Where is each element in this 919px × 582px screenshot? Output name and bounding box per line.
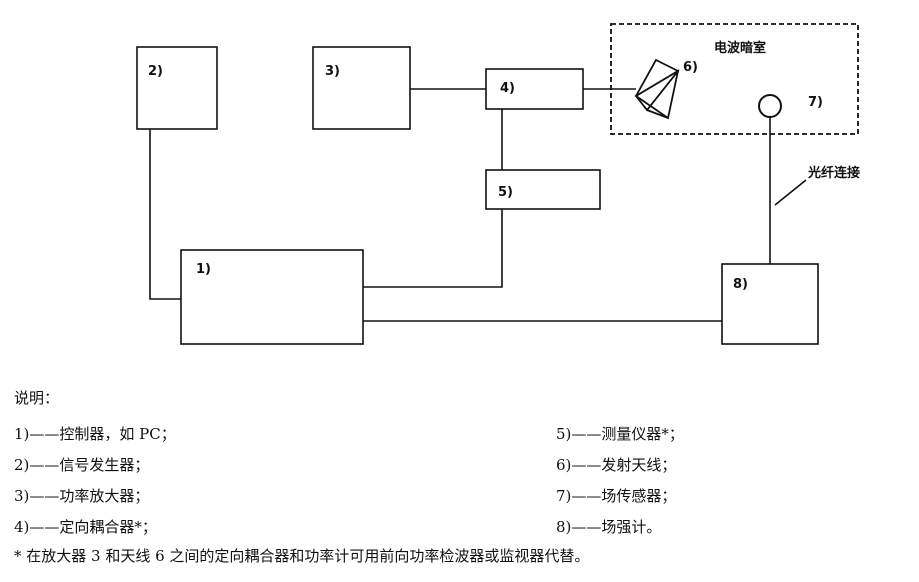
transmitting-antenna-icon (634, 58, 680, 120)
fiber-label-leader (774, 179, 807, 206)
line-5-to-1 (363, 209, 503, 288)
box-8-field-strength-meter (721, 263, 819, 345)
legend-item-6: 6)——发射天线； (556, 456, 677, 474)
label-7: 7) (808, 95, 823, 110)
label-8: 8) (733, 277, 748, 292)
field-sensor-icon (758, 94, 782, 118)
label-5: 5) (498, 185, 513, 200)
anechoic-chamber (610, 23, 859, 135)
legend-item-1: 1)——控制器，如 PC； (14, 425, 176, 443)
legend-footnote: * 在放大器 3 和天线 6 之间的定向耦合器和功率计可用前向功率检波器或监视器… (14, 547, 590, 565)
label-3: 3) (325, 64, 340, 79)
legend-item-5: 5)——测量仪器*； (556, 425, 684, 443)
legend-item-3: 3)——功率放大器； (14, 487, 150, 505)
box-5-measuring-instrument (485, 169, 601, 210)
legend-item-2: 2)——信号发生器； (14, 456, 150, 474)
legend-item-4: 4)——定向耦合器*； (14, 518, 157, 536)
box-1-controller (180, 249, 364, 345)
label-4: 4) (500, 81, 515, 96)
line-2-to-1 (149, 129, 181, 300)
test-setup-diagram: 1) 2) 3) 4) 5) 6) 7) 8) 电波暗室 光纤连接 (136, 23, 860, 345)
legend-left-column: 1)——控制器，如 PC； 2)——信号发生器； 3)——功率放大器； 4)——… (14, 419, 176, 543)
box-3-power-amplifier (312, 46, 411, 130)
box-2-signal-generator (136, 46, 218, 130)
label-6: 6) (683, 60, 698, 75)
fiber-connection-label: 光纤连接 (807, 165, 860, 181)
legend-right-column: 5)——测量仪器*； 6)——发射天线； 7)——场传感器； 8)——场强计。 (556, 419, 684, 543)
legend-title: 说明： (14, 389, 60, 407)
label-2: 2) (148, 64, 163, 79)
legend-item-7: 7)——场传感器； (556, 487, 677, 505)
label-1: 1) (196, 262, 211, 277)
chamber-label: 电波暗室 (714, 40, 766, 56)
legend-item-8: 8)——场强计。 (556, 518, 662, 536)
